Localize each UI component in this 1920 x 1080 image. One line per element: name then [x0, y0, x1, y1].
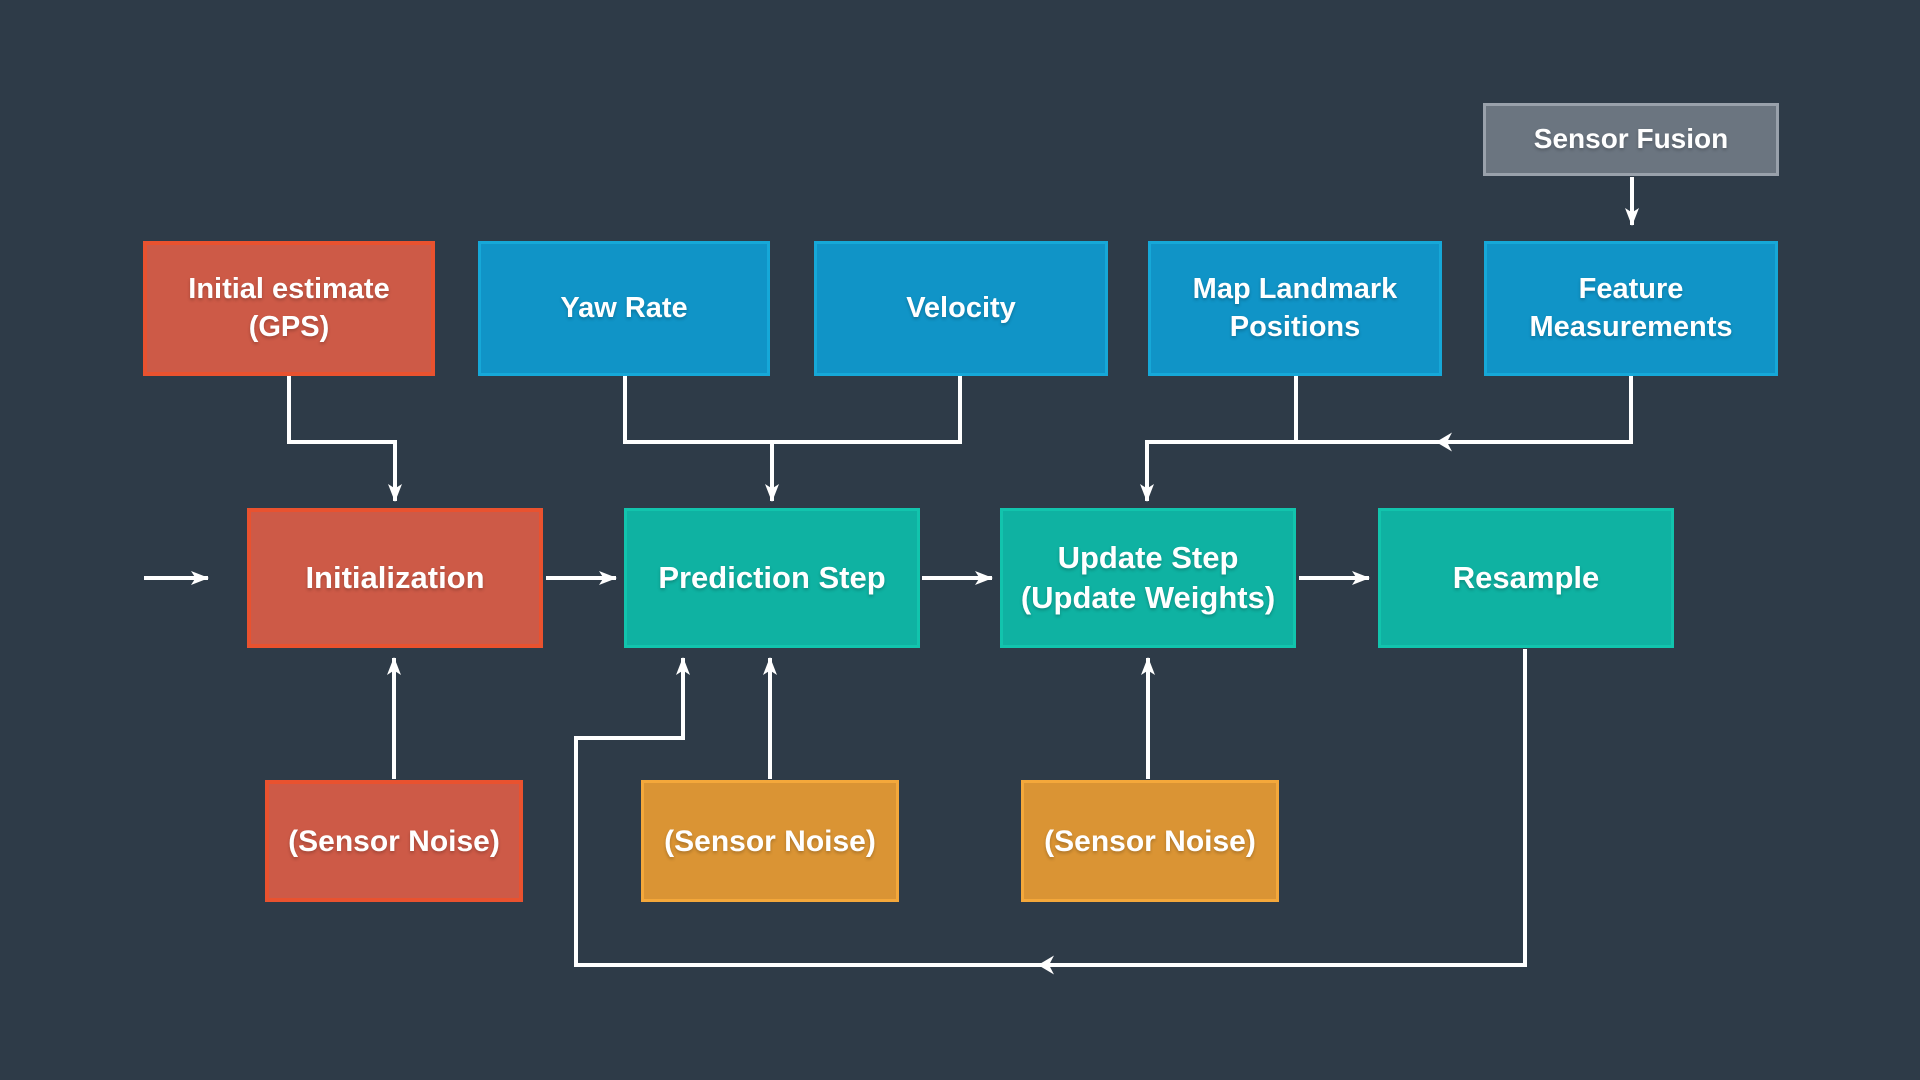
node-prediction-step: Prediction Step: [624, 508, 920, 648]
node-map-landmark-positions: Map Landmark Positions: [1148, 241, 1442, 376]
node-label: (Sensor Noise): [1044, 824, 1256, 858]
node-feature-measurements: Feature Measurements: [1484, 241, 1778, 376]
node-label: (Sensor Noise): [288, 824, 500, 858]
mid-arrowhead-measurement-bus: [1436, 432, 1452, 452]
node-resample: Resample: [1378, 508, 1674, 648]
node-sensor-fusion: Sensor Fusion: [1483, 103, 1779, 176]
node-label: Update Step (Update Weights): [1020, 539, 1276, 615]
node-label: Initial estimate (GPS): [188, 272, 390, 343]
node-velocity: Velocity: [814, 241, 1108, 376]
node-sensor-noise-prediction: (Sensor Noise): [641, 780, 899, 902]
node-update-step: Update Step (Update Weights): [1000, 508, 1296, 648]
node-sensor-noise-update: (Sensor Noise): [1021, 780, 1279, 902]
node-sensor-noise-initialization: (Sensor Noise): [265, 780, 523, 902]
node-initialization: Initialization: [247, 508, 543, 648]
node-label: Resample: [1452, 559, 1600, 595]
mid-arrowhead-feedback-loop: [1038, 955, 1054, 975]
node-label: (Sensor Noise): [664, 824, 876, 858]
node-label: Map Landmark Positions: [1192, 272, 1398, 343]
node-initial-estimate-gps: Initial estimate (GPS): [143, 241, 435, 376]
node-label: Prediction Step: [658, 559, 886, 595]
node-label: Sensor Fusion: [1533, 123, 1729, 155]
node-label: Yaw Rate: [560, 291, 688, 324]
node-yaw-rate: Yaw Rate: [478, 241, 770, 376]
edge-resample-feedback-loop: [574, 649, 1527, 967]
node-label: Feature Measurements: [1529, 272, 1733, 343]
node-label: Initialization: [305, 559, 485, 595]
edge-gps-to-initialization: [287, 376, 402, 502]
node-label: Velocity: [906, 291, 1016, 324]
